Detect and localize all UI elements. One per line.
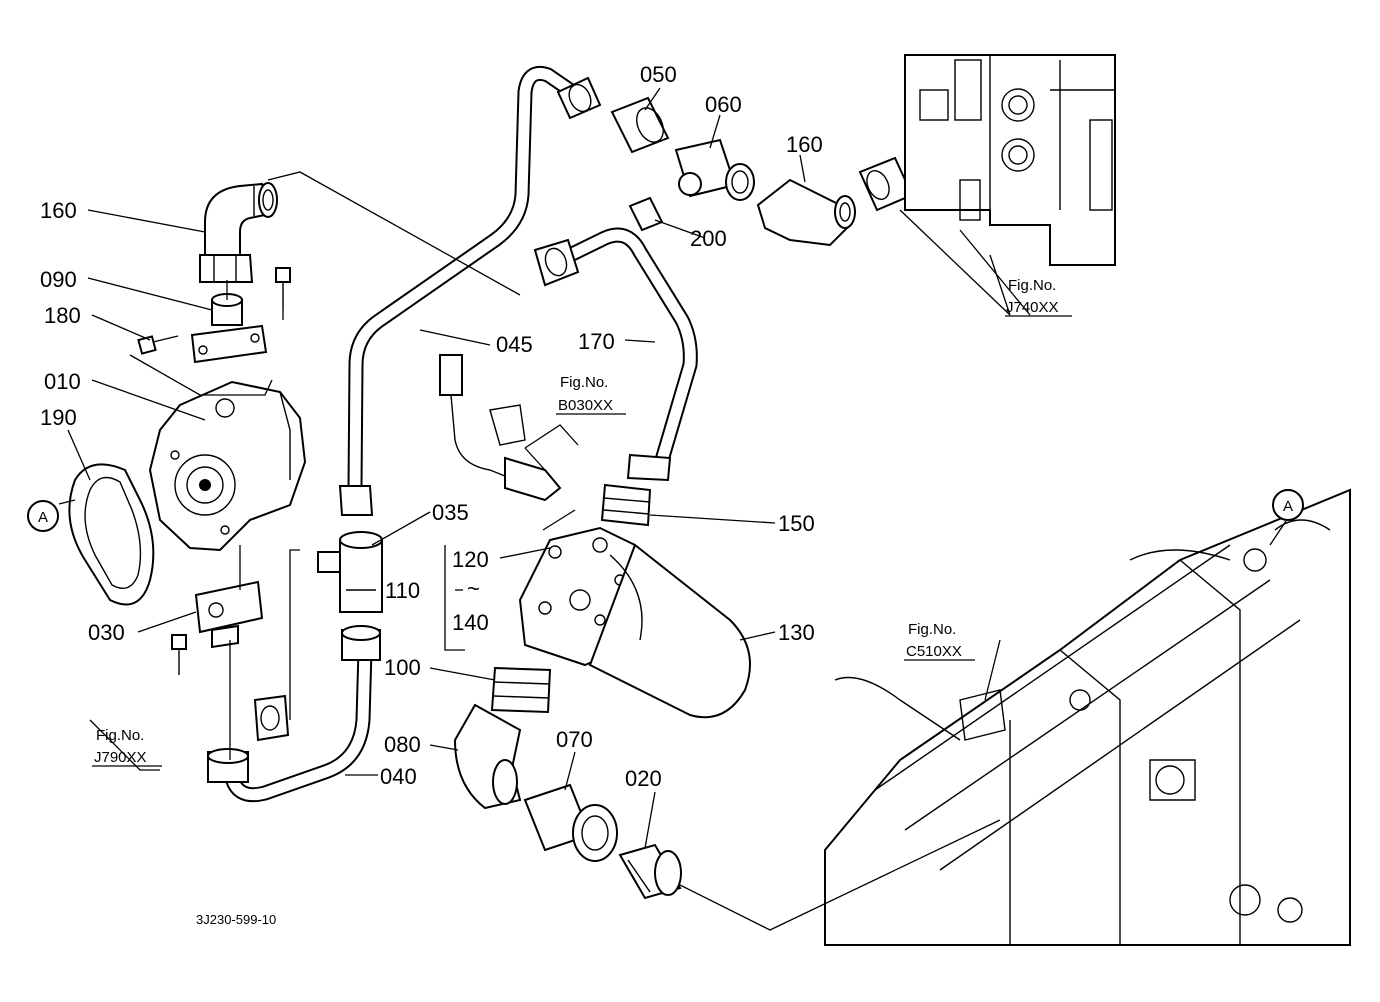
tee-035 bbox=[317, 531, 383, 613]
gasket-190 bbox=[68, 463, 155, 606]
fig-ref-b030: Fig.No. B030XX bbox=[556, 374, 626, 415]
filter-130 bbox=[588, 543, 751, 719]
fig-ref-b030-label: Fig.No. bbox=[560, 374, 608, 391]
callout-190: 190 bbox=[40, 405, 77, 430]
callout-130: 130 bbox=[778, 620, 815, 645]
pipe-040 bbox=[224, 642, 373, 803]
callout-030: 030 bbox=[88, 620, 125, 645]
cap-200 bbox=[628, 196, 664, 232]
nut-160-left bbox=[199, 254, 254, 283]
nut-040-top bbox=[341, 625, 381, 661]
bolt-030 bbox=[171, 634, 187, 675]
drawing-code: 3J230-599-10 bbox=[196, 912, 276, 927]
callout-060: 060 bbox=[705, 92, 742, 117]
callout-160-left: 160 bbox=[40, 198, 77, 223]
nut-040-bottom bbox=[207, 748, 249, 783]
callout-050: 050 bbox=[640, 62, 677, 87]
callout-180: 180 bbox=[44, 303, 81, 328]
marker-a-right-text: A bbox=[1283, 498, 1293, 515]
callout-020: 020 bbox=[625, 766, 662, 791]
fig-ref-j790-code: J790XX bbox=[94, 749, 147, 766]
fig-ref-j790: Fig.No. J790XX bbox=[92, 727, 162, 767]
tee-060 bbox=[674, 138, 755, 201]
callout-170: 170 bbox=[578, 329, 615, 354]
nut-150 bbox=[626, 453, 672, 482]
nut-035-top bbox=[338, 485, 374, 516]
fig-ref-j740-label: Fig.No. bbox=[1008, 277, 1056, 294]
bolt-180-side bbox=[137, 335, 179, 355]
callout-200: 200 bbox=[690, 226, 727, 251]
valve-block-j740 bbox=[904, 54, 1116, 266]
callout-040: 040 bbox=[380, 764, 417, 789]
callout-045: 045 bbox=[496, 332, 533, 357]
fig-ref-j740-code: J740XX bbox=[1006, 299, 1059, 316]
leader-lines bbox=[58, 87, 1291, 931]
flange-030 bbox=[194, 580, 264, 649]
pump-010 bbox=[148, 380, 307, 552]
transmission-c510 bbox=[824, 488, 1351, 946]
callout-080: 080 bbox=[384, 732, 421, 757]
callout-035: 035 bbox=[432, 500, 469, 525]
elbow-160-right bbox=[756, 178, 856, 247]
sensor-b030 bbox=[439, 354, 562, 502]
fig-ref-c510-code: C510XX bbox=[906, 643, 962, 660]
callout-140: 140 bbox=[452, 610, 489, 635]
fig-ref-c510: Fig.No. C510XX bbox=[904, 621, 975, 661]
fig-ref-b030-code: B030XX bbox=[558, 397, 613, 414]
adapter-100 bbox=[490, 666, 552, 714]
callout-numbers: 160 090 180 010 190 030 045 050 060 160 … bbox=[40, 62, 823, 791]
elbow-080 bbox=[453, 703, 522, 810]
callout-010: 010 bbox=[44, 369, 81, 394]
marker-a-left: A bbox=[27, 500, 59, 532]
flange-upper bbox=[190, 324, 268, 364]
callout-100: 100 bbox=[384, 655, 421, 680]
cap-j790 bbox=[253, 694, 290, 742]
adapter-050 bbox=[610, 96, 670, 154]
adapter-020 bbox=[618, 843, 682, 900]
callout-160-right: 160 bbox=[786, 132, 823, 157]
pipe-170 bbox=[552, 227, 698, 468]
pipe-045 bbox=[347, 65, 588, 495]
callout-110: 110 bbox=[385, 578, 420, 603]
marker-a-left-text: A bbox=[38, 509, 48, 526]
nut-070 bbox=[523, 783, 618, 862]
nut-045-top bbox=[556, 76, 602, 120]
nut-170-top bbox=[533, 238, 580, 287]
elbow-160-left bbox=[204, 182, 278, 261]
callout-150: 150 bbox=[778, 511, 815, 536]
callout-070: 070 bbox=[556, 727, 593, 752]
marker-a-right: A bbox=[1272, 489, 1304, 521]
callout-range-tilde: ~ bbox=[467, 576, 480, 601]
bolt-180-top bbox=[275, 267, 291, 310]
fig-ref-c510-label: Fig.No. bbox=[908, 621, 956, 638]
fig-ref-j740: Fig.No. J740XX bbox=[1005, 277, 1072, 317]
callout-120: 120 bbox=[452, 547, 489, 572]
fig-ref-j790-label: Fig.No. bbox=[96, 727, 144, 744]
callout-090: 090 bbox=[40, 267, 77, 292]
adapter-150 bbox=[600, 483, 652, 527]
